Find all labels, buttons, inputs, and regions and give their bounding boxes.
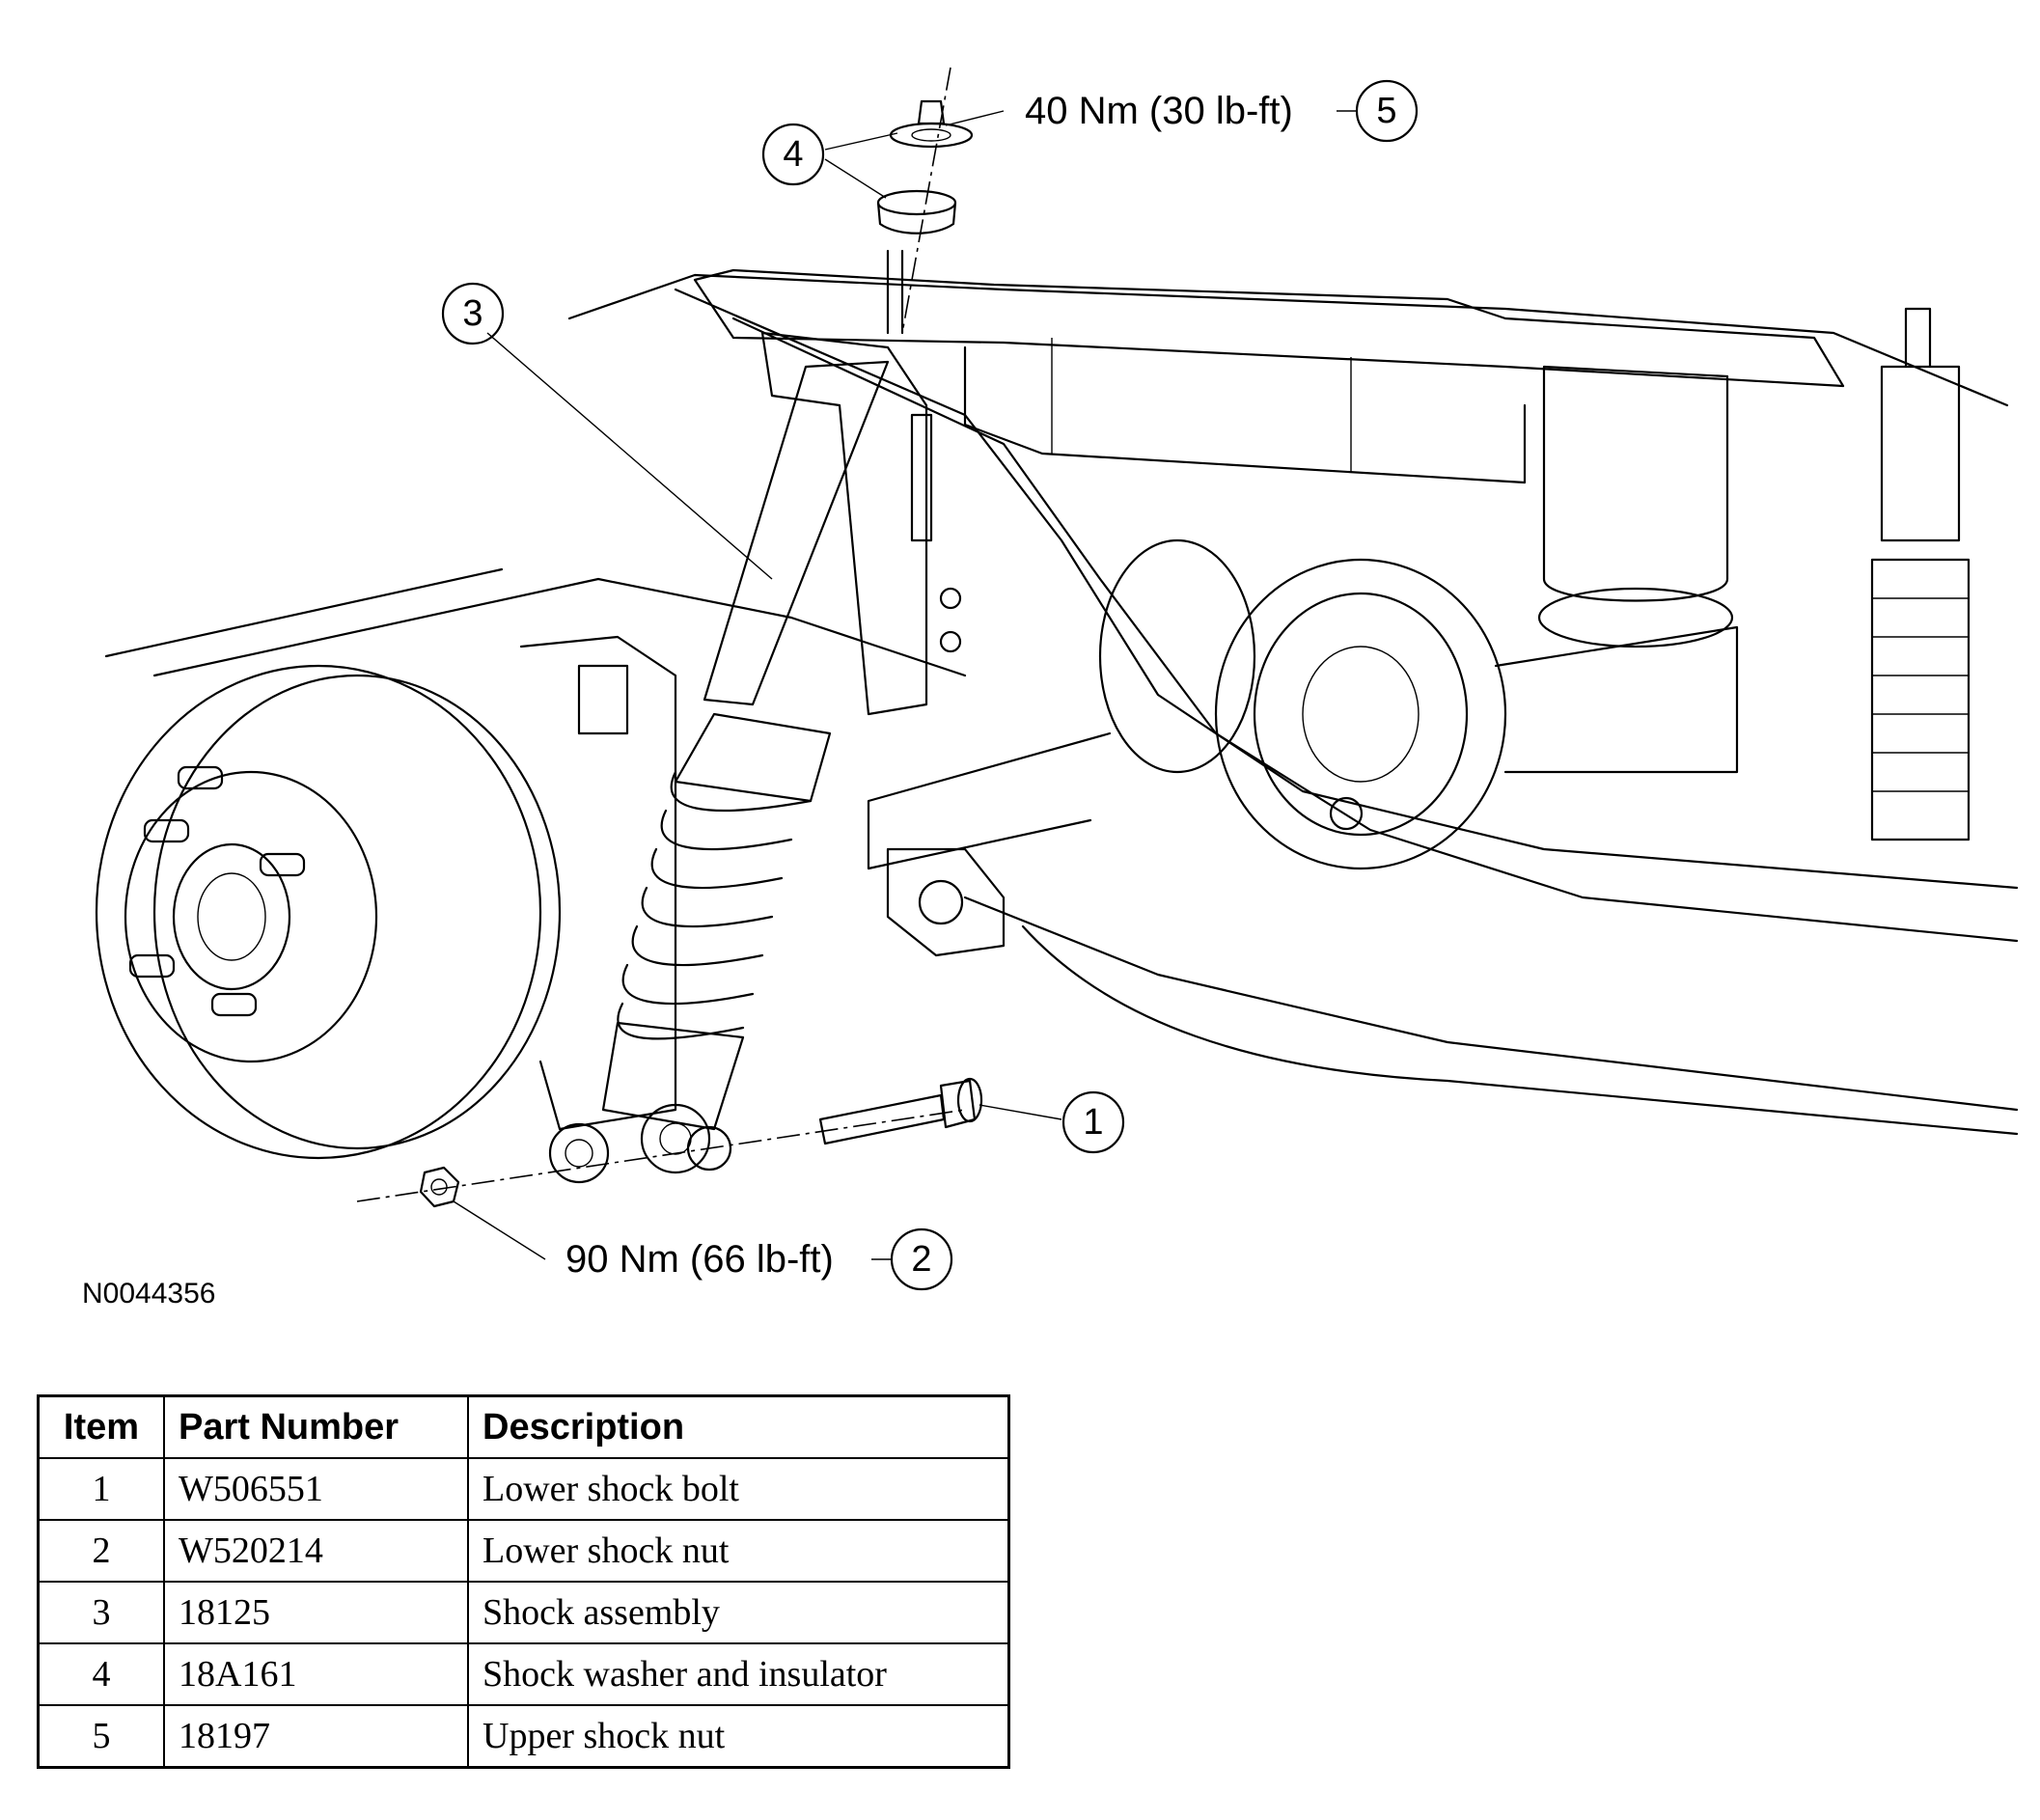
cell-item: 3 [37,1581,165,1644]
cell-part-number: 18125 [163,1581,469,1644]
cell-item: 1 [37,1457,165,1521]
brake-rotor [95,664,562,1160]
table-row: 5 18197 Upper shock nut [37,1704,1010,1769]
cell-part-number: 18197 [163,1704,469,1769]
svg-text:1: 1 [1083,1102,1103,1143]
leader-lines [453,110,1356,1260]
cell-part-number: W506551 [163,1457,469,1521]
cell-item: 4 [37,1642,165,1706]
table-row: 2 W520214 Lower shock nut [37,1519,1010,1583]
svg-text:3: 3 [462,293,482,334]
shock-assembly [601,249,904,1174]
svg-text:40 Nm (30 lb-ft): 40 Nm (30 lb-ft) [1025,90,1293,132]
shock-bracket [760,331,962,716]
figure-code: N0044356 [82,1278,215,1310]
cell-item: 5 [37,1704,165,1769]
dust-boot [617,770,813,1040]
header-part-number: Part Number [163,1394,469,1459]
cell-description: Upper shock nut [467,1704,1010,1769]
differential [867,538,1739,870]
frame-rail [104,273,2019,1136]
callout-2: 90 Nm (66 lb-ft) 2 [565,1227,953,1291]
cell-part-number: 18A161 [163,1642,469,1706]
cross-member [693,268,1845,484]
upper-washer [889,122,974,149]
parts-table: Item Part Number Description 1 W506551 L… [37,1394,1010,1769]
header-item: Item [37,1394,165,1459]
svg-text:5: 5 [1376,91,1396,131]
cell-description: Shock assembly [467,1581,1010,1644]
header-description: Description [467,1394,1010,1459]
svg-text:2: 2 [911,1239,931,1280]
air-spring [1537,365,1734,648]
right-shock [1870,307,1971,841]
lower-shock-bolt [818,1077,983,1145]
svg-text:4: 4 [783,134,803,175]
table-row: 4 18A161 Shock washer and insulator [37,1642,1010,1706]
cell-part-number: W520214 [163,1519,469,1583]
cell-description: Shock washer and insulator [467,1642,1010,1706]
center-lines [356,67,966,1202]
table-row: 3 18125 Shock assembly [37,1581,1010,1644]
rear-suspension-illustration: 40 Nm (30 lb-ft) 5 4 3 1 90 Nm (66 lb-ft… [82,67,2019,1310]
callout-4: 4 [761,123,825,186]
axle-knuckle [519,635,1006,1184]
table-header-row: Item Part Number Description [37,1394,1010,1459]
cell-description: Lower shock bolt [467,1457,1010,1521]
table-row: 1 W506551 Lower shock bolt [37,1457,1010,1521]
cell-description: Lower shock nut [467,1519,1010,1583]
svg-text:90 Nm (66 lb-ft): 90 Nm (66 lb-ft) [565,1238,834,1281]
upper-insulator [876,189,957,234]
callout-1: 1 [1061,1090,1125,1154]
upper-shock-nut [917,99,946,125]
callout-5: 40 Nm (30 lb-ft) 5 [1025,79,1419,143]
callout-3: 3 [441,282,505,345]
wheel-studs [128,765,306,1017]
cell-item: 2 [37,1519,165,1583]
